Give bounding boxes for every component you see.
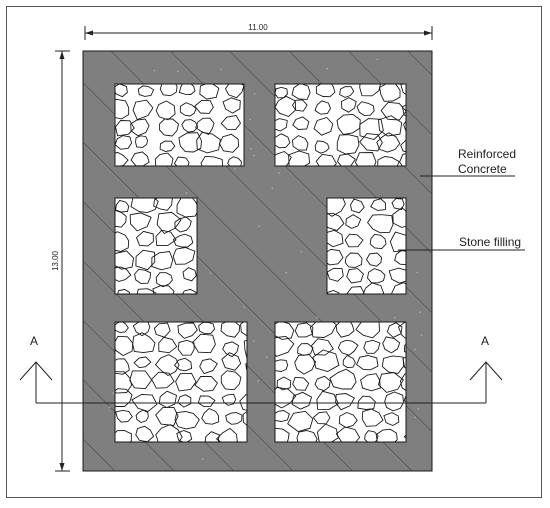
width-dimension: 11.00 (84, 23, 433, 40)
reinforced-label-line1: Reinforced (458, 147, 516, 161)
stone-panel-bottom-right (274, 321, 407, 443)
stone-panel-bottom-left (114, 321, 248, 443)
section-marker-left: A (30, 334, 38, 348)
stone-panel-top-right (274, 83, 407, 167)
drawing-frame (6, 6, 542, 498)
height-dimension: 13.00 (51, 50, 70, 472)
reinforced-label-line2: Concrete (458, 162, 507, 176)
section-line-a-a (19, 361, 503, 404)
stone-filling-panels (114, 83, 407, 443)
width-dimension-label: 11.00 (248, 23, 268, 32)
section-marker-right: A (481, 334, 489, 348)
stone-panel-middle-right (326, 197, 407, 295)
stone-filling-label: Stone filling (459, 235, 521, 249)
height-dimension-label: 13.00 (51, 250, 60, 271)
stone-panel-top-left (114, 83, 245, 167)
stone-panel-middle-left (114, 197, 198, 295)
